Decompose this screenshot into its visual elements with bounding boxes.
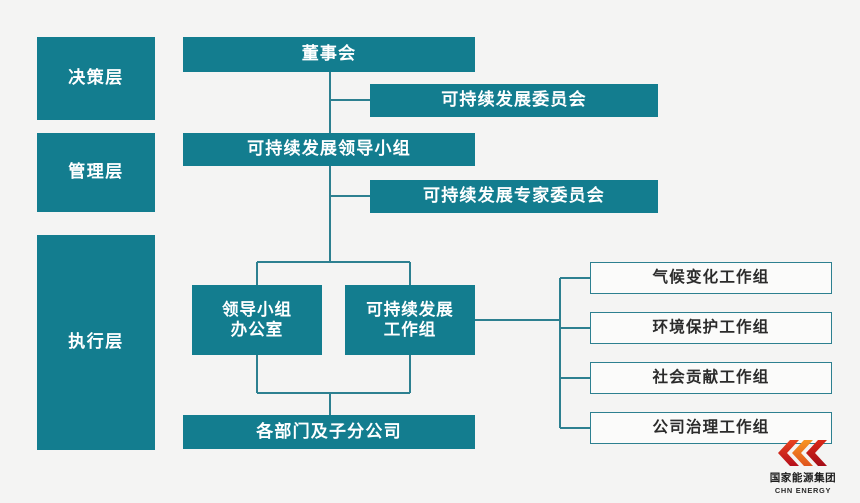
node-social-contribution-working-group: 社会贡献工作组 <box>590 362 832 394</box>
node-environmental-protection-working-group: 环境保护工作组 <box>590 312 832 344</box>
node-sustainable-development-expert-committee: 可持续发展专家委员会 <box>370 180 658 213</box>
tier-label-management: 管理层 <box>37 133 155 212</box>
node-leading-group-office: 领导小组 办公室 <box>192 285 322 355</box>
node-sustainable-development-leading-group: 可持续发展领导小组 <box>183 133 475 166</box>
node-climate-change-working-group: 气候变化工作组 <box>590 262 832 294</box>
node-departments-and-subsidiaries: 各部门及子分公司 <box>183 415 475 449</box>
corporate-logo: 国家能源集团 CHN ENERGY <box>760 438 846 495</box>
node-corporate-governance-working-group: 公司治理工作组 <box>590 412 832 444</box>
node-board-of-directors: 董事会 <box>183 37 475 72</box>
node-sustainable-development-committee: 可持续发展委员会 <box>370 84 658 117</box>
node-sustainable-development-work-team: 可持续发展 工作组 <box>345 285 475 355</box>
logo-name-cn: 国家能源集团 <box>769 472 837 484</box>
logo-name-en: CHN ENERGY <box>774 486 832 495</box>
tier-label-execution: 执行层 <box>37 235 155 450</box>
chn-energy-logo-mark-icon <box>778 440 827 466</box>
tier-label-decision: 决策层 <box>37 37 155 120</box>
